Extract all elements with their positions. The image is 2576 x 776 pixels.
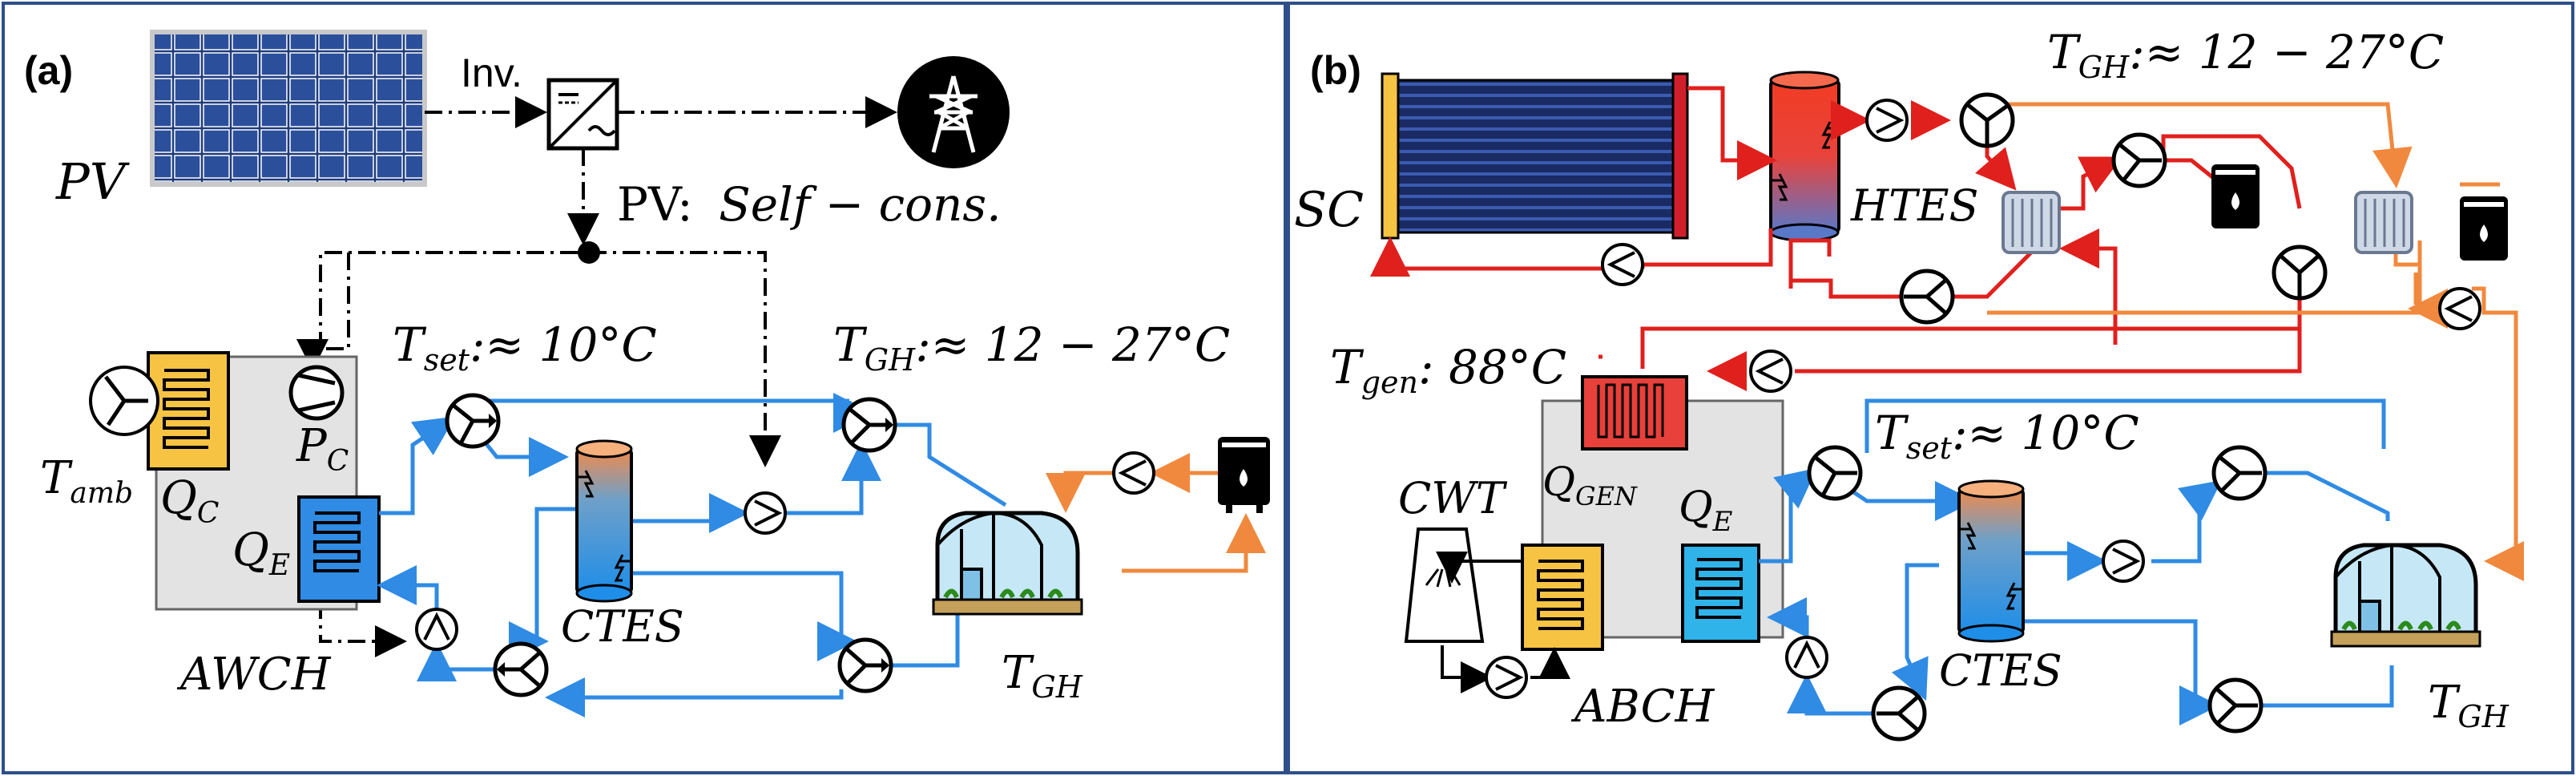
pump-icon <box>1485 656 1528 699</box>
t-gen-label: Tgen: 88°C <box>1330 340 1566 400</box>
panel-b: (b) SC HTES TGH:≈ 12 − 27°C <box>1294 25 2524 742</box>
pv-label: PV <box>55 152 131 211</box>
pump-icon <box>1112 451 1155 495</box>
t-gh-greenhouse-label: TGH <box>1002 647 1083 705</box>
boiler-icon <box>2211 164 2260 228</box>
t-amb-label: Tamb <box>40 452 133 510</box>
htes-label: HTES <box>1850 180 1979 231</box>
three-way-valve-icon <box>2207 677 2264 734</box>
inverter-label: Inv. <box>461 51 522 95</box>
pump-icon <box>1785 636 1828 679</box>
t-set-label: Tset:≈ 10°C <box>393 317 657 378</box>
q-gen-label: QGEN <box>1542 459 1638 511</box>
pump-icon <box>744 491 787 535</box>
solar-collector-icon <box>1381 72 1689 240</box>
generator-coil-icon <box>1581 375 1688 451</box>
cooling-tower-icon <box>1404 527 1485 643</box>
panel-a-tag: (a) <box>24 48 73 93</box>
pump-icon <box>2438 287 2481 330</box>
three-way-valve-icon <box>1959 92 2015 148</box>
three-way-valve-icon <box>841 397 897 453</box>
three-way-valve-icon <box>2111 132 2167 188</box>
storage-tank-icon <box>575 439 633 603</box>
t-gh-greenhouse-label-b: TGH <box>2428 677 2509 734</box>
three-way-valve-icon <box>2272 245 2328 301</box>
boiler-icon <box>1218 437 1270 513</box>
plate-heat-exchanger-icon <box>2354 191 2413 254</box>
evaporator-coil-icon <box>297 495 381 603</box>
pv-panel-icon <box>150 30 427 187</box>
t-gh-label: TGH:≈ 12 − 27°C <box>833 317 1230 378</box>
three-way-valve-icon <box>493 641 549 697</box>
pump-icon <box>1749 350 1792 393</box>
sc-label: SC <box>1294 182 1364 238</box>
three-way-valve-icon <box>1899 269 1955 325</box>
three-way-valve-icon <box>837 637 893 693</box>
three-way-valve-icon <box>445 393 501 449</box>
three-way-valve-icon <box>1807 445 1863 501</box>
ctes-label: CTES <box>561 601 684 652</box>
condenser-coil-icon <box>147 351 230 471</box>
pump-icon <box>1601 243 1644 286</box>
grid-tower-icon <box>897 56 1010 168</box>
condenser-coil-icon <box>1521 544 1604 651</box>
q-e-label: QE <box>232 524 290 582</box>
q-e-label-b: QE <box>1679 483 1733 538</box>
abch-label: ABCH <box>1570 681 1715 733</box>
p-c-label: PC <box>296 420 349 478</box>
cwt-label: CWT <box>1398 473 1508 523</box>
panel-b-frame <box>1287 2 2574 774</box>
three-way-valve-icon <box>2211 445 2268 501</box>
pump-icon <box>415 608 458 651</box>
greenhouse-icon <box>2330 543 2481 648</box>
fan-icon <box>89 366 159 436</box>
q-c-label: QC <box>160 472 219 530</box>
panel-a-frame <box>2 2 1287 774</box>
pump-icon <box>1865 99 1909 142</box>
awch-label: AWCH <box>176 649 332 701</box>
panel-b-tag: (b) <box>1310 48 1361 93</box>
storage-tank-icon <box>1957 479 2025 643</box>
t-set-label-b: Tset:≈ 10°C <box>1875 406 2139 466</box>
evaporator-coil-icon <box>1681 544 1760 643</box>
inverter-icon <box>546 78 619 151</box>
three-way-valve-icon <box>1871 685 1927 742</box>
ctes-label-b: CTES <box>1939 645 2062 696</box>
boiler-icon <box>2460 196 2508 261</box>
pump-icon <box>2102 540 2145 583</box>
compressor-icon <box>288 365 345 421</box>
t-gh-label-b: TGH:≈ 12 − 27°C <box>2047 25 2444 85</box>
greenhouse-icon <box>932 511 1083 616</box>
plate-heat-exchanger-icon <box>2002 191 2061 254</box>
panel-a: (a) PV Inv. PV: Self − cons. <box>24 30 1270 717</box>
storage-tank-icon <box>1769 71 1840 242</box>
pv-self-label: PV: Self − cons. <box>617 177 1002 232</box>
